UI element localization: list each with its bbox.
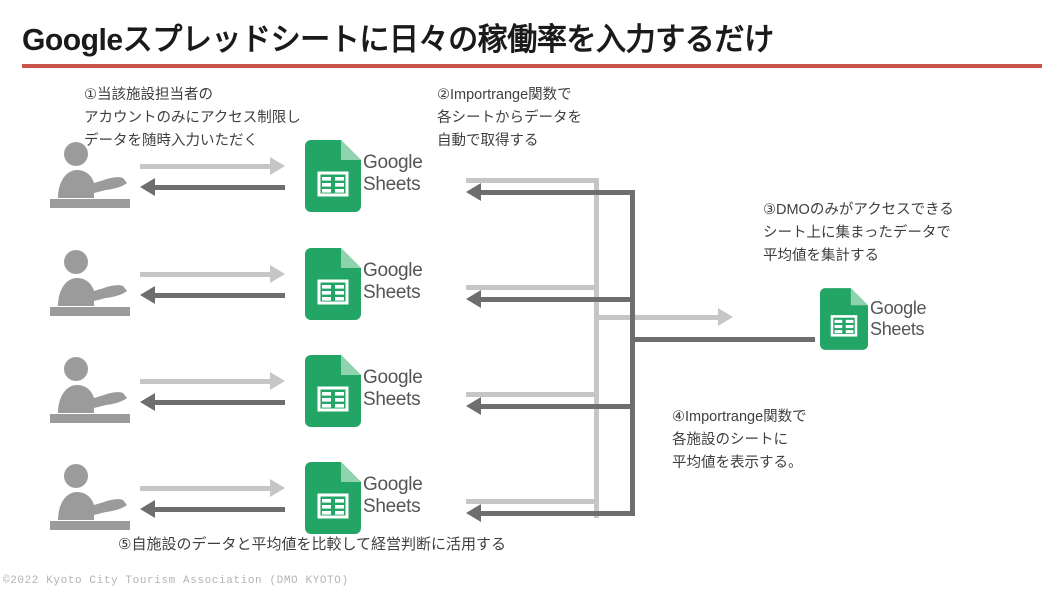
annotation-5: ⑤自施設のデータと平均値を比較して経営判断に活用する <box>118 536 506 553</box>
google-sheets-icon: Google Sheets <box>305 355 437 427</box>
page-title: Googleスプレッドシートに日々の稼働率を入力するだけ <box>22 22 774 57</box>
arrow-left-icon <box>155 185 285 190</box>
collect-bus-line <box>594 178 599 518</box>
arrow-left-head-icon <box>466 504 481 522</box>
collect-branch-row2 <box>466 285 599 290</box>
distribute-branch-row2 <box>481 297 635 302</box>
google-sheets-wordmark: Google Sheets <box>363 260 423 303</box>
arrow-left-head-icon <box>466 290 481 308</box>
google-sheets-icon: Google Sheets <box>305 140 437 212</box>
arrow-left-head-icon <box>466 183 481 201</box>
arrow-right-icon <box>140 379 270 384</box>
arrow-left-icon <box>155 293 285 298</box>
google-sheets-wordmark: Google Sheets <box>363 474 423 517</box>
distribute-bus-line <box>630 190 635 513</box>
annotation-4: ④Importrange関数で 各施設のシートに 平均値を表示する。 <box>672 409 807 471</box>
collect-branch-row1 <box>466 178 599 183</box>
distribute-branch-row3 <box>481 404 635 409</box>
arrow-left-icon <box>155 400 285 405</box>
arrow-left-head-icon <box>140 286 155 304</box>
copyright-footer: ©2022 Kyoto City Tourism Association (DM… <box>3 575 349 587</box>
google-sheets-wordmark: Google Sheets <box>363 367 423 410</box>
google-sheets-wordmark: Google Sheets <box>870 298 927 339</box>
annotation-2: ②Importrange関数で 各シートからデータを 自動で取得する <box>437 87 582 149</box>
dmo-google-sheets-icon: Google Sheets <box>820 288 955 350</box>
collect-output-line <box>594 315 720 320</box>
google-sheets-icon: Google Sheets <box>305 248 437 320</box>
person-at-desk-icon <box>44 355 136 427</box>
person-at-desk-icon <box>44 248 136 320</box>
arrow-left-head-icon <box>140 178 155 196</box>
arrow-right-head-icon <box>270 479 285 497</box>
google-sheets-icon: Google Sheets <box>305 462 437 534</box>
arrow-right-head-icon <box>270 157 285 175</box>
arrow-right-icon <box>140 486 270 491</box>
google-sheets-wordmark: Google Sheets <box>363 152 423 195</box>
collect-branch-row4 <box>466 499 599 504</box>
title-accent-rule <box>22 64 1042 68</box>
distribute-input-line <box>630 337 815 342</box>
distribute-branch-row1 <box>481 190 635 195</box>
annotation-1: ①当該施設担当者の アカウントのみにアクセス制限し データを随時入力いただく <box>84 87 301 149</box>
collect-branch-row3 <box>466 392 599 397</box>
arrow-right-head-icon <box>270 265 285 283</box>
person-at-desk-icon <box>44 462 136 534</box>
distribute-branch-row4 <box>481 511 635 516</box>
arrow-right-icon <box>140 272 270 277</box>
arrow-right-head-icon <box>270 372 285 390</box>
arrow-left-head-icon <box>140 500 155 518</box>
arrow-right-head-icon <box>718 308 733 326</box>
annotation-3: ③DMOのみがアクセスできる シート上に集まったデータで 平均値を集計する <box>763 202 954 264</box>
arrow-left-head-icon <box>466 397 481 415</box>
arrow-left-icon <box>155 507 285 512</box>
arrow-right-icon <box>140 164 270 169</box>
arrow-left-head-icon <box>140 393 155 411</box>
person-at-desk-icon <box>44 140 136 212</box>
